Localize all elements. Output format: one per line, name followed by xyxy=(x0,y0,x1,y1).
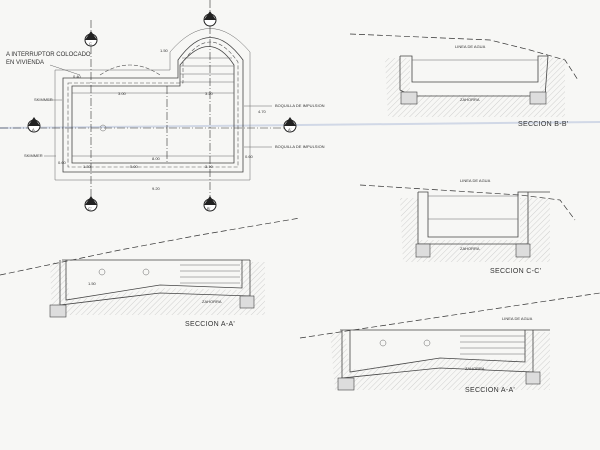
fill-label: ZAHORRA xyxy=(460,97,480,102)
dim-3-10: 3.10 xyxy=(205,164,214,169)
section-c-c: LINEA DE AGUA ZAHORRA SECCION C-C' xyxy=(359,178,576,275)
dim-9-20: 9.20 xyxy=(152,186,161,191)
dim-3-20: 3.20 xyxy=(205,91,214,96)
fill-label: ZAHORRA xyxy=(465,366,485,371)
section-title: SECCION A-A' xyxy=(185,321,235,328)
section-a-a-left: ZAHORRA 1.50 SECCION A-A' xyxy=(0,217,301,328)
section-title: SECCION A-A' xyxy=(465,387,515,394)
pool-plan: A INTERRUPTOR COLOCADO EN VIVIENDA SKIMM… xyxy=(0,0,325,212)
boquilla-label-top: BOQUILLA DE IMPULSION xyxy=(275,103,325,108)
dim-1-30: 1.30 xyxy=(83,164,92,169)
section-marker-b[interactable] xyxy=(203,11,217,27)
note-vivienda: EN VIVIENDA xyxy=(6,60,44,66)
section-marker-c-prime[interactable]: C' xyxy=(84,196,98,212)
water-line-label: LINEA DE AGUA xyxy=(502,316,533,321)
section-marker-a-prime[interactable]: A' xyxy=(283,117,297,133)
svg-text:A': A' xyxy=(288,127,292,132)
dim-5-00: 5.00 xyxy=(130,164,139,169)
dim-8-00: 8.00 xyxy=(152,156,161,161)
dim-4-70: 4.70 xyxy=(258,109,267,114)
fill-label: ZAHORRA xyxy=(202,299,222,304)
note-interruptor: A INTERRUPTOR COLOCADO xyxy=(6,52,91,58)
section-b-b: LINEA DE AGUA ZAHORRA SECCION B-B' xyxy=(349,33,579,128)
svg-text:B': B' xyxy=(207,206,211,211)
svg-text:A: A xyxy=(32,127,35,132)
water-line-label: LINEA DE AGUA xyxy=(455,44,486,49)
skimmer-label-top: SKIMMER xyxy=(34,97,53,102)
water-line-label: LINEA DE AGUA xyxy=(460,178,491,183)
svg-text:C': C' xyxy=(88,206,92,211)
dim-0-60: 0.60 xyxy=(245,154,254,159)
section-marker-c[interactable]: C xyxy=(84,31,98,47)
svg-text:C: C xyxy=(89,41,92,46)
dim-0-60-left: 0.60 xyxy=(58,160,67,165)
fill-label: ZAHORRA xyxy=(460,246,480,251)
section-title: SECCION B-B' xyxy=(518,121,568,128)
skimmer-label-bottom: SKIMMER xyxy=(24,153,43,158)
section-marker-a[interactable]: A xyxy=(27,117,41,133)
section-title: SECCION C-C' xyxy=(490,268,541,275)
dim-1-50: 1.50 xyxy=(88,281,97,286)
boquilla-label-bottom: BOQUILLA DE IMPULSION xyxy=(275,144,325,149)
section-marker-b-prime[interactable]: B' xyxy=(203,196,217,212)
scan-fold xyxy=(0,121,600,129)
dim-3-00: 3.00 xyxy=(118,91,127,96)
section-a-a-right: LINEA DE AGUA ZAHORRA SECCION A-A' xyxy=(299,292,600,394)
dim-0-40: 0.40 xyxy=(73,74,82,79)
dim-1-50: 1.50 xyxy=(160,48,169,53)
